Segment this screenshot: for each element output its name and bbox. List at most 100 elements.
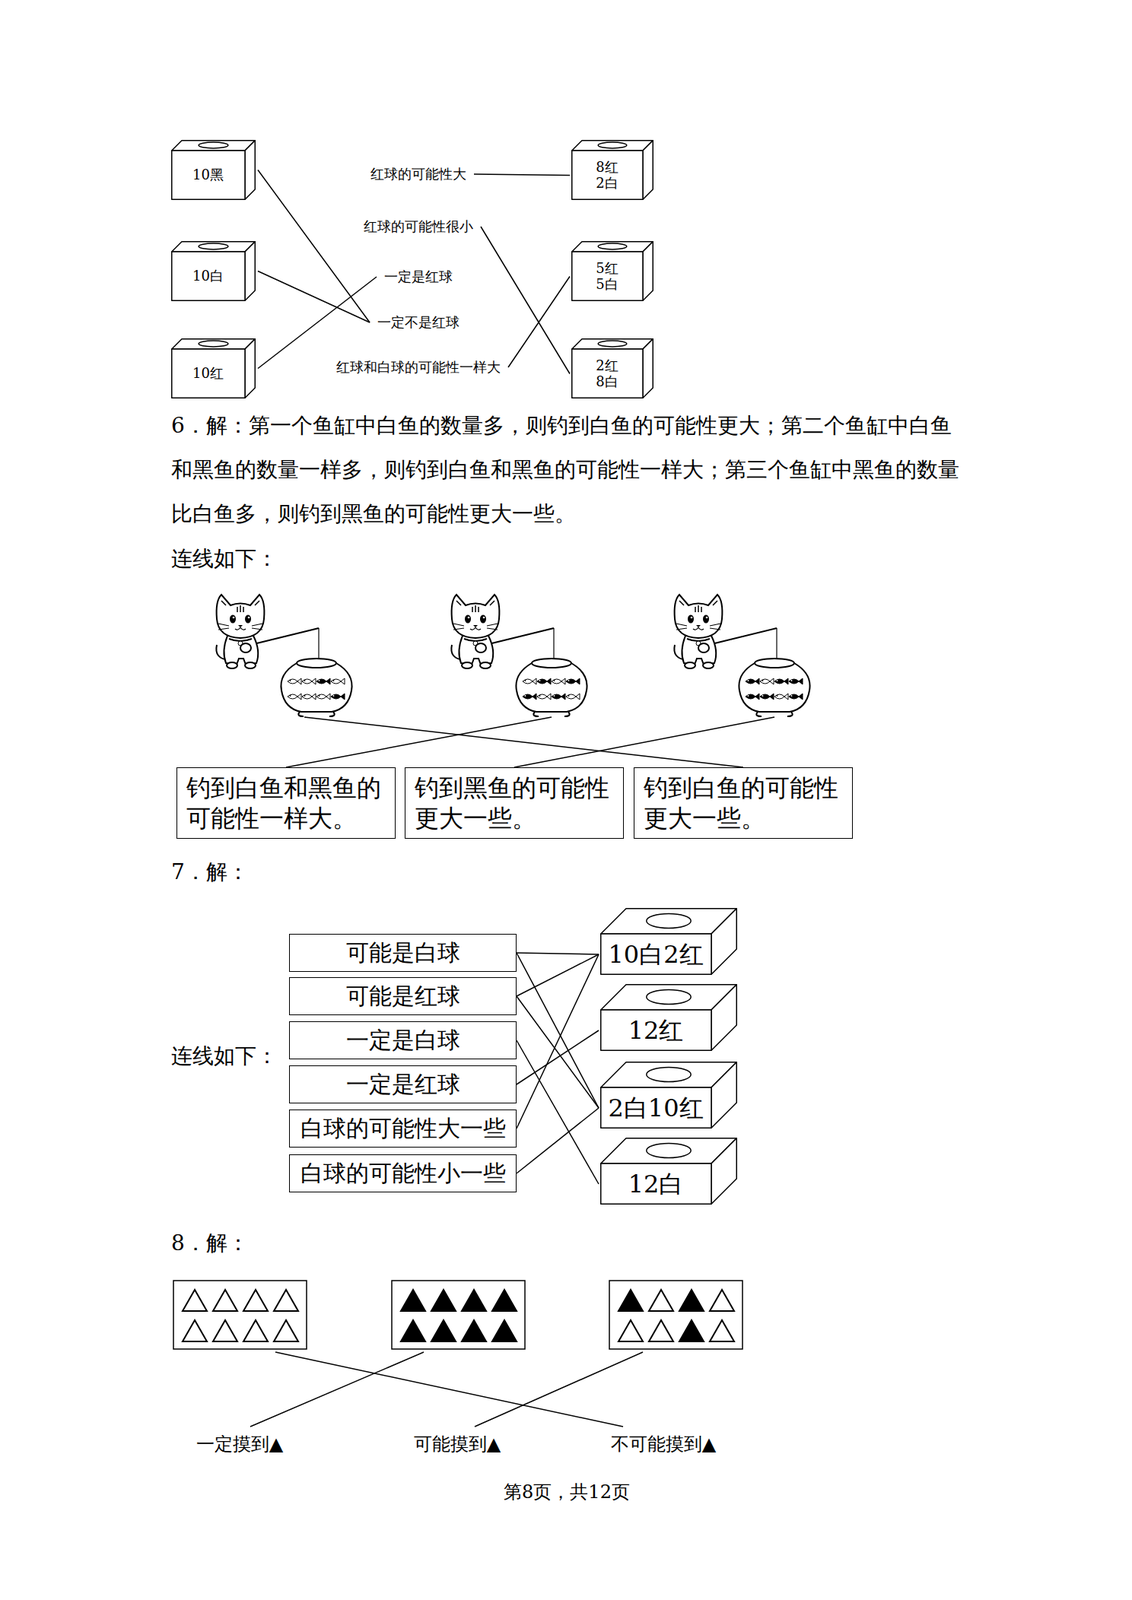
- box-front: [171, 251, 245, 301]
- ball-box: 8红 2白: [571, 139, 654, 201]
- match-connector: [516, 1040, 599, 1185]
- cat-fishing: [216, 594, 319, 669]
- box-front: [600, 1087, 712, 1129]
- match-connector: [516, 1030, 599, 1085]
- black-triangle: [492, 1320, 517, 1342]
- node-text: 红球的可能性大: [370, 165, 467, 183]
- node-text: 红球的可能性很小: [363, 218, 474, 236]
- box-opening: [198, 243, 229, 250]
- node-text: 10白2红: [607, 941, 703, 970]
- option-box: 可能是红球: [289, 977, 517, 1016]
- box-top: [572, 241, 654, 252]
- box-opening: [597, 340, 627, 347]
- box-opening: [646, 913, 691, 929]
- ball-box: 10白2红: [600, 908, 738, 976]
- node-text: 一定不是红球: [377, 314, 460, 331]
- answer-box: 钓到黑鱼的可能性更大一些。: [404, 767, 624, 840]
- match-connector: [480, 226, 570, 375]
- box-faces: [600, 909, 738, 976]
- black-triangle: [492, 1290, 517, 1312]
- box-side: [642, 241, 653, 302]
- white-fish: [302, 693, 316, 700]
- box-faces: [171, 140, 256, 201]
- box-front: [600, 934, 712, 975]
- match-line: [250, 1352, 424, 1428]
- white-triangle: [243, 1320, 268, 1342]
- node-text: 钓到黑鱼的可能性更大一些。: [414, 772, 614, 834]
- black-fish: [759, 693, 774, 700]
- box-front: [600, 1010, 712, 1051]
- answer-text: 6．解：第一个鱼缸中白鱼的数量多，则钓到白鱼的可能性更大；第二个鱼缸中白鱼和黑鱼…: [171, 403, 963, 537]
- match-line: [514, 717, 775, 768]
- box-side: [711, 909, 737, 976]
- box-opening: [646, 1143, 691, 1158]
- box-side: [244, 140, 255, 201]
- white-fish: [302, 678, 316, 685]
- white-fish: [759, 678, 774, 685]
- box-faces: [572, 140, 654, 201]
- white-fish: [522, 678, 537, 685]
- box-faces: [600, 1062, 738, 1129]
- ball-box: 12白: [600, 1138, 738, 1206]
- label-text: 第8页，共12页: [503, 1481, 630, 1505]
- node-text: 10黑: [187, 167, 229, 184]
- black-fish: [551, 693, 566, 700]
- white-triangle: [709, 1290, 735, 1312]
- white-triangle: [243, 1290, 268, 1312]
- match-connector: [473, 174, 570, 176]
- match-connector: [516, 954, 599, 997]
- box-faces: [572, 241, 654, 302]
- white-fish: [537, 693, 551, 700]
- triangle-card: [609, 1281, 743, 1350]
- box-front: [171, 150, 245, 200]
- box-side: [642, 339, 653, 399]
- node-text: 一定是白球: [346, 1027, 461, 1055]
- option-text: 红球和白球的可能性一样大: [333, 357, 504, 378]
- black-fish: [522, 693, 537, 700]
- fish-bowl: [738, 658, 810, 717]
- match-connector: [516, 996, 599, 1109]
- box-faces: [600, 985, 738, 1052]
- match-line: [474, 1352, 643, 1428]
- node-text: 一定是红球: [346, 1071, 461, 1099]
- match-line: [286, 717, 552, 768]
- node-text: 8红 2白: [586, 159, 628, 191]
- match-connector: [257, 276, 377, 369]
- cat-fishing: [451, 594, 554, 669]
- match-connector: [516, 954, 599, 1129]
- option-box: 可能是白球: [289, 934, 517, 973]
- triangle-card: [173, 1281, 307, 1350]
- white-fish: [551, 678, 566, 685]
- match-line: [275, 1352, 624, 1428]
- label-text: 不可能摸到▲: [610, 1433, 716, 1457]
- box-side: [711, 985, 737, 1052]
- match-connector: [516, 953, 599, 1109]
- box-side: [244, 241, 255, 302]
- black-triangle: [461, 1290, 487, 1312]
- node-text: 钓到白鱼的可能性更大一些。: [643, 772, 843, 834]
- white-triangle: [213, 1320, 238, 1342]
- ball-box: 2红 8白: [571, 338, 654, 399]
- white-triangle: [182, 1320, 207, 1342]
- white-triangle: [213, 1290, 238, 1312]
- ball-box: 12红: [600, 984, 738, 1052]
- box-front: [600, 1163, 712, 1205]
- node-text: 2红 8白: [586, 358, 628, 390]
- node-text: 白球的可能性小一些: [300, 1160, 506, 1188]
- black-triangle: [679, 1320, 704, 1342]
- box-top: [572, 339, 654, 350]
- ball-box: 5红 5白: [571, 241, 654, 302]
- white-fish: [330, 678, 345, 685]
- match-connector: [257, 271, 370, 324]
- option-box: 白球的可能性大一些: [289, 1109, 517, 1148]
- cat-fishing: [674, 594, 777, 669]
- node-text: 5红 5白: [586, 260, 628, 293]
- white-triangle: [709, 1320, 735, 1342]
- black-triangle: [679, 1290, 704, 1312]
- black-fish: [745, 678, 760, 685]
- box-faces: [171, 339, 256, 399]
- box-side: [642, 140, 653, 201]
- box-opening: [198, 142, 229, 149]
- node-text: 白球的可能性大一些: [300, 1115, 506, 1143]
